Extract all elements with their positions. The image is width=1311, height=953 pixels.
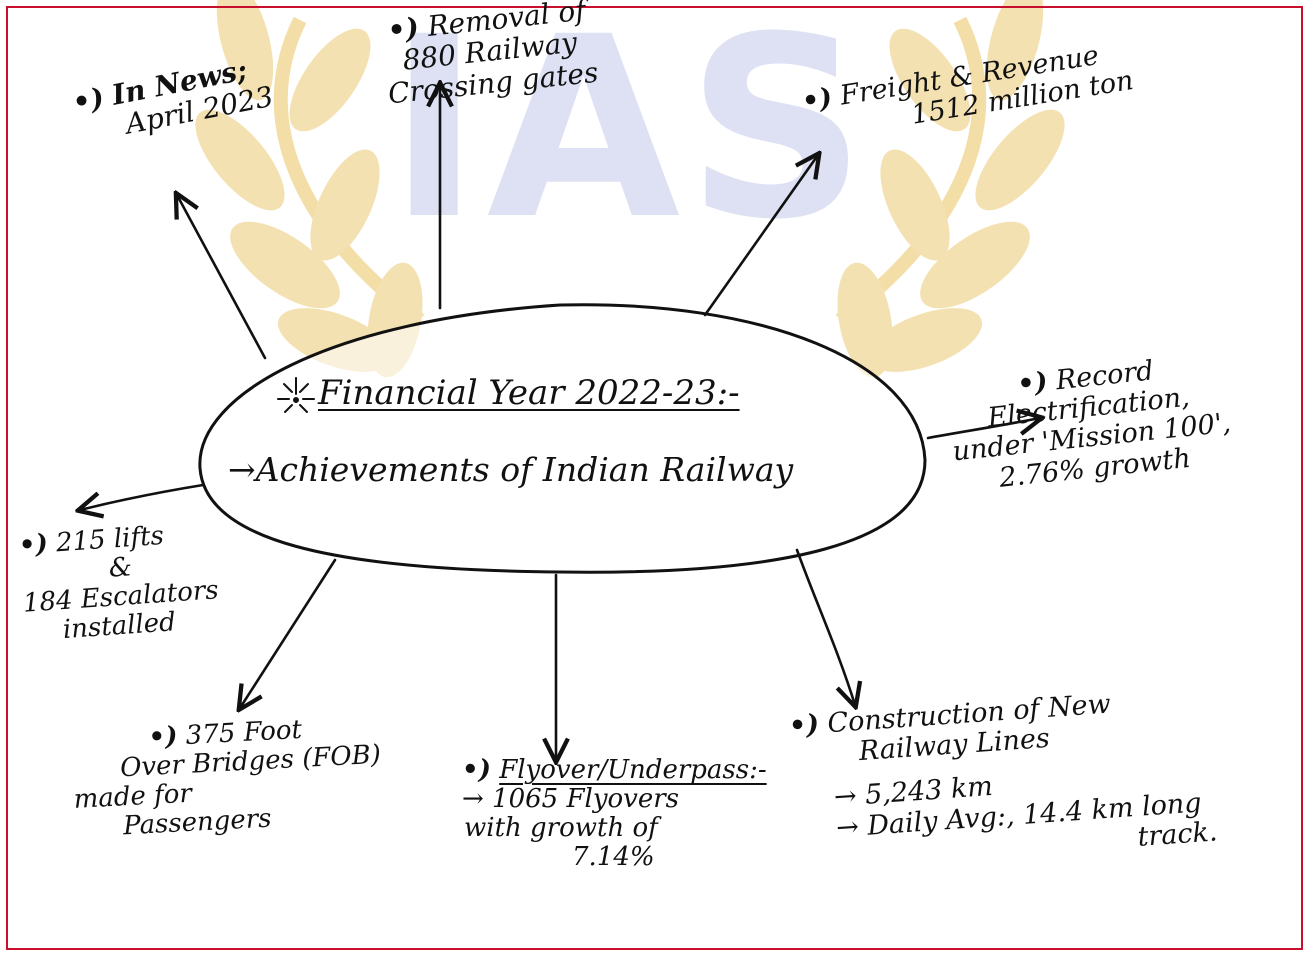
bullet: •): [462, 755, 491, 785]
bullet: •): [1015, 366, 1050, 401]
arrow-to-news: [177, 195, 267, 360]
node-flyover: •) Flyover/Underpass:- → 1065 Flyovers w…: [462, 755, 767, 873]
arrow-to-lifts: [80, 483, 205, 510]
node-fob: •) 375 Foot Over Bridges (FOB) made for …: [70, 712, 385, 844]
flyover-heading: Flyover/Underpass:-: [499, 755, 767, 785]
bullet: •): [147, 721, 179, 753]
arrow-to-fob: [240, 558, 337, 708]
bullet: •): [787, 708, 821, 742]
flyover-line3: 7.14%: [572, 842, 655, 873]
bullet: •): [69, 81, 107, 120]
center-subtitle: →Achievements of Indian Railway: [228, 450, 794, 489]
sparkle-icon: [277, 377, 315, 413]
laurel-wreath-icon: [195, 0, 1065, 378]
center-title-line: Financial Year 2022-23:-: [318, 373, 740, 413]
arrow-to-construction: [795, 548, 855, 705]
node-lifts: •) 215 lifts & 184 Escalators installed: [18, 518, 222, 648]
flyover-line2: with growth of: [464, 813, 658, 844]
bullet: •): [17, 528, 49, 561]
node-construction: •) Construction of New Railway Lines → 5…: [788, 683, 1218, 877]
flyover-line1: → 1065 Flyovers: [462, 784, 680, 815]
page-frame: [6, 6, 1303, 950]
center-title: Financial Year 2022-23:-: [318, 374, 740, 412]
watermark-text: IAS: [388, 0, 873, 274]
arrow-to-freight: [703, 155, 818, 317]
arrow-to-electrification: [926, 418, 1040, 440]
bullet: •): [799, 82, 835, 118]
central-ellipse: [198, 303, 927, 574]
